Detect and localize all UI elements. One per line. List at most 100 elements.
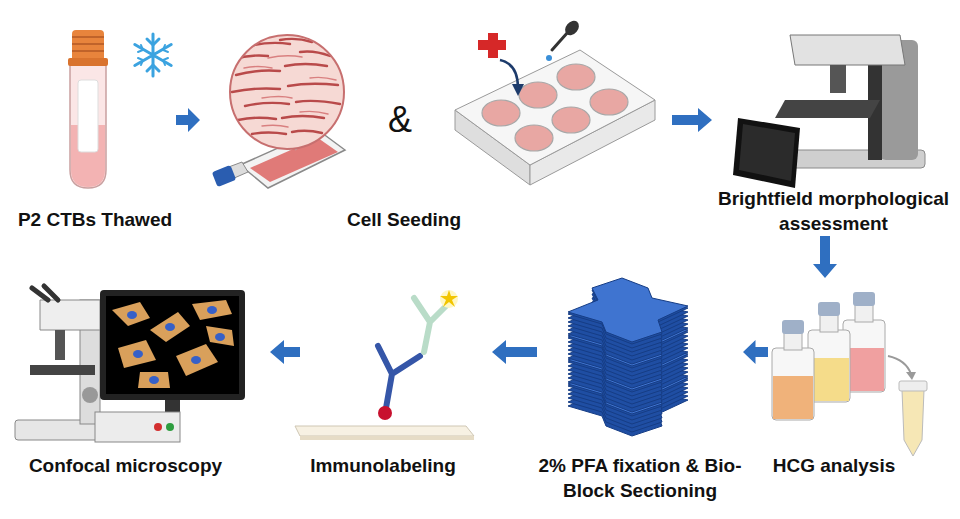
monitor-part-part [165, 323, 175, 331]
step-caption: HCG analysis [773, 453, 896, 478]
step-caption: 2% PFA fixation & Bio-Block Sectioning [537, 453, 743, 503]
joiner-symbol: & [388, 99, 412, 141]
antibody-pair-part [378, 406, 392, 420]
magnified-cells-part-part [244, 67, 272, 69]
red-scaffold-piece-part [512, 84, 524, 96]
magnified-cells-part-part [282, 116, 324, 118]
monitor-part-part [150, 312, 190, 342]
magnified-cells-part-part [252, 133, 286, 135]
magnified-cells-part-part [262, 125, 288, 127]
glass-slide-part [295, 426, 474, 436]
cryovial-part [72, 37, 104, 51]
media-flasks [772, 292, 885, 420]
bio-block-stack-part [568, 278, 688, 342]
six-well-plate-part-part [519, 82, 557, 108]
magnified-cells-part-part [232, 56, 268, 61]
flow-arrow [743, 340, 768, 364]
monitor-part [127, 306, 225, 384]
magnified-cells-part-part [288, 84, 338, 86]
step-node: 2% PFA fixation & Bio-Block Sectioning [537, 278, 743, 503]
monitor-part-part [206, 326, 234, 346]
sample-tube [888, 356, 927, 456]
dropper-part [562, 18, 581, 38]
monitor-part-part [215, 333, 225, 341]
red-scaffold-piece-part [478, 33, 506, 58]
magnified-cells-part-part [285, 64, 327, 66]
brightfield-microscope-part [739, 124, 795, 181]
monitor-part [112, 300, 234, 388]
monitor-part [165, 400, 180, 412]
flow-arrow [672, 108, 712, 132]
magnified-cells-part-part [262, 97, 292, 99]
antibody-pair-part [440, 290, 458, 308]
flow-arrow [270, 340, 300, 364]
monitor-part-part [149, 376, 159, 384]
cryovial-part [68, 58, 108, 66]
media-flasks-part-part [818, 302, 840, 316]
step-node: Immunolabeling [300, 278, 492, 478]
step-caption: Cell Seeding [347, 207, 461, 232]
step-caption: Confocal microscopy [29, 453, 222, 478]
magnified-cells-part-part [238, 118, 276, 120]
six-well-plate-part-part [482, 100, 520, 126]
step-node: Brightfield morphological assessment [712, 25, 955, 236]
step-caption: P2 CTBs Thawed [18, 207, 172, 232]
flow-arrow [813, 236, 837, 278]
media-flasks-part-part [855, 304, 873, 322]
sample-tube-part [902, 390, 924, 456]
monitor-part-part [133, 350, 143, 358]
six-well-plate [455, 50, 655, 185]
red-scaffold-piece [478, 33, 524, 96]
monitor-part [100, 290, 245, 400]
magnified-cells-part-part [292, 131, 322, 133]
magnified-cells-part [230, 35, 344, 149]
magnified-cells-part-part [310, 77, 336, 80]
magnified-cells-part-part [236, 71, 280, 76]
dropper-part [552, 32, 568, 50]
step-caption: Brightfield morphological assessment [712, 186, 955, 236]
step-caption: Immunolabeling [310, 453, 456, 478]
media-flasks-part-part [773, 376, 813, 419]
monitor-part-part [176, 344, 218, 376]
antibody-pair-part [414, 298, 448, 352]
antibody-pair-part [378, 346, 420, 408]
monitor-part-part [138, 372, 170, 388]
snowflake-icon-part [138, 45, 168, 65]
glass-slide [295, 426, 474, 440]
confocal-microscope-part [30, 365, 95, 375]
snowflake-icon [135, 34, 171, 76]
magnified-cells-part-part [296, 101, 340, 104]
monitor [100, 290, 245, 412]
cryovial-part [70, 62, 106, 188]
magnified-cells [230, 35, 344, 150]
confocal-microscope-part [32, 286, 58, 300]
magnified-cells-part [244, 56, 336, 127]
six-well-plate-part-part [552, 107, 590, 133]
brightfield-microscope-part [775, 100, 880, 118]
control-unit-part [95, 412, 180, 442]
control-unit-part [166, 423, 174, 431]
brightfield-microscope [733, 35, 925, 188]
monitor-part-part [191, 356, 201, 364]
media-flasks-part-part [782, 320, 804, 334]
cryovial-part [72, 30, 104, 62]
brightfield-microscope-part [790, 35, 905, 65]
brightfield-microscope-part [830, 65, 846, 93]
magnified-cells-part-part [268, 56, 302, 58]
step-node: P2 CTBs Thawed [14, 25, 176, 232]
six-well-plate-part-part [590, 89, 628, 115]
confocal-microscope-part [40, 300, 100, 330]
confocal-microscope-part [55, 330, 65, 360]
six-well-plate-part [482, 64, 628, 151]
step-node: HCG analysis [768, 278, 952, 478]
media-flasks-part-part [820, 314, 838, 332]
media-flasks-part-part [772, 348, 814, 420]
magnified-cells-part [232, 39, 340, 134]
step-node: Cell Seeding [200, 25, 672, 232]
monitor-part-part [118, 340, 156, 368]
sample-tube-part [888, 356, 911, 374]
monitor-part-part [207, 306, 217, 314]
